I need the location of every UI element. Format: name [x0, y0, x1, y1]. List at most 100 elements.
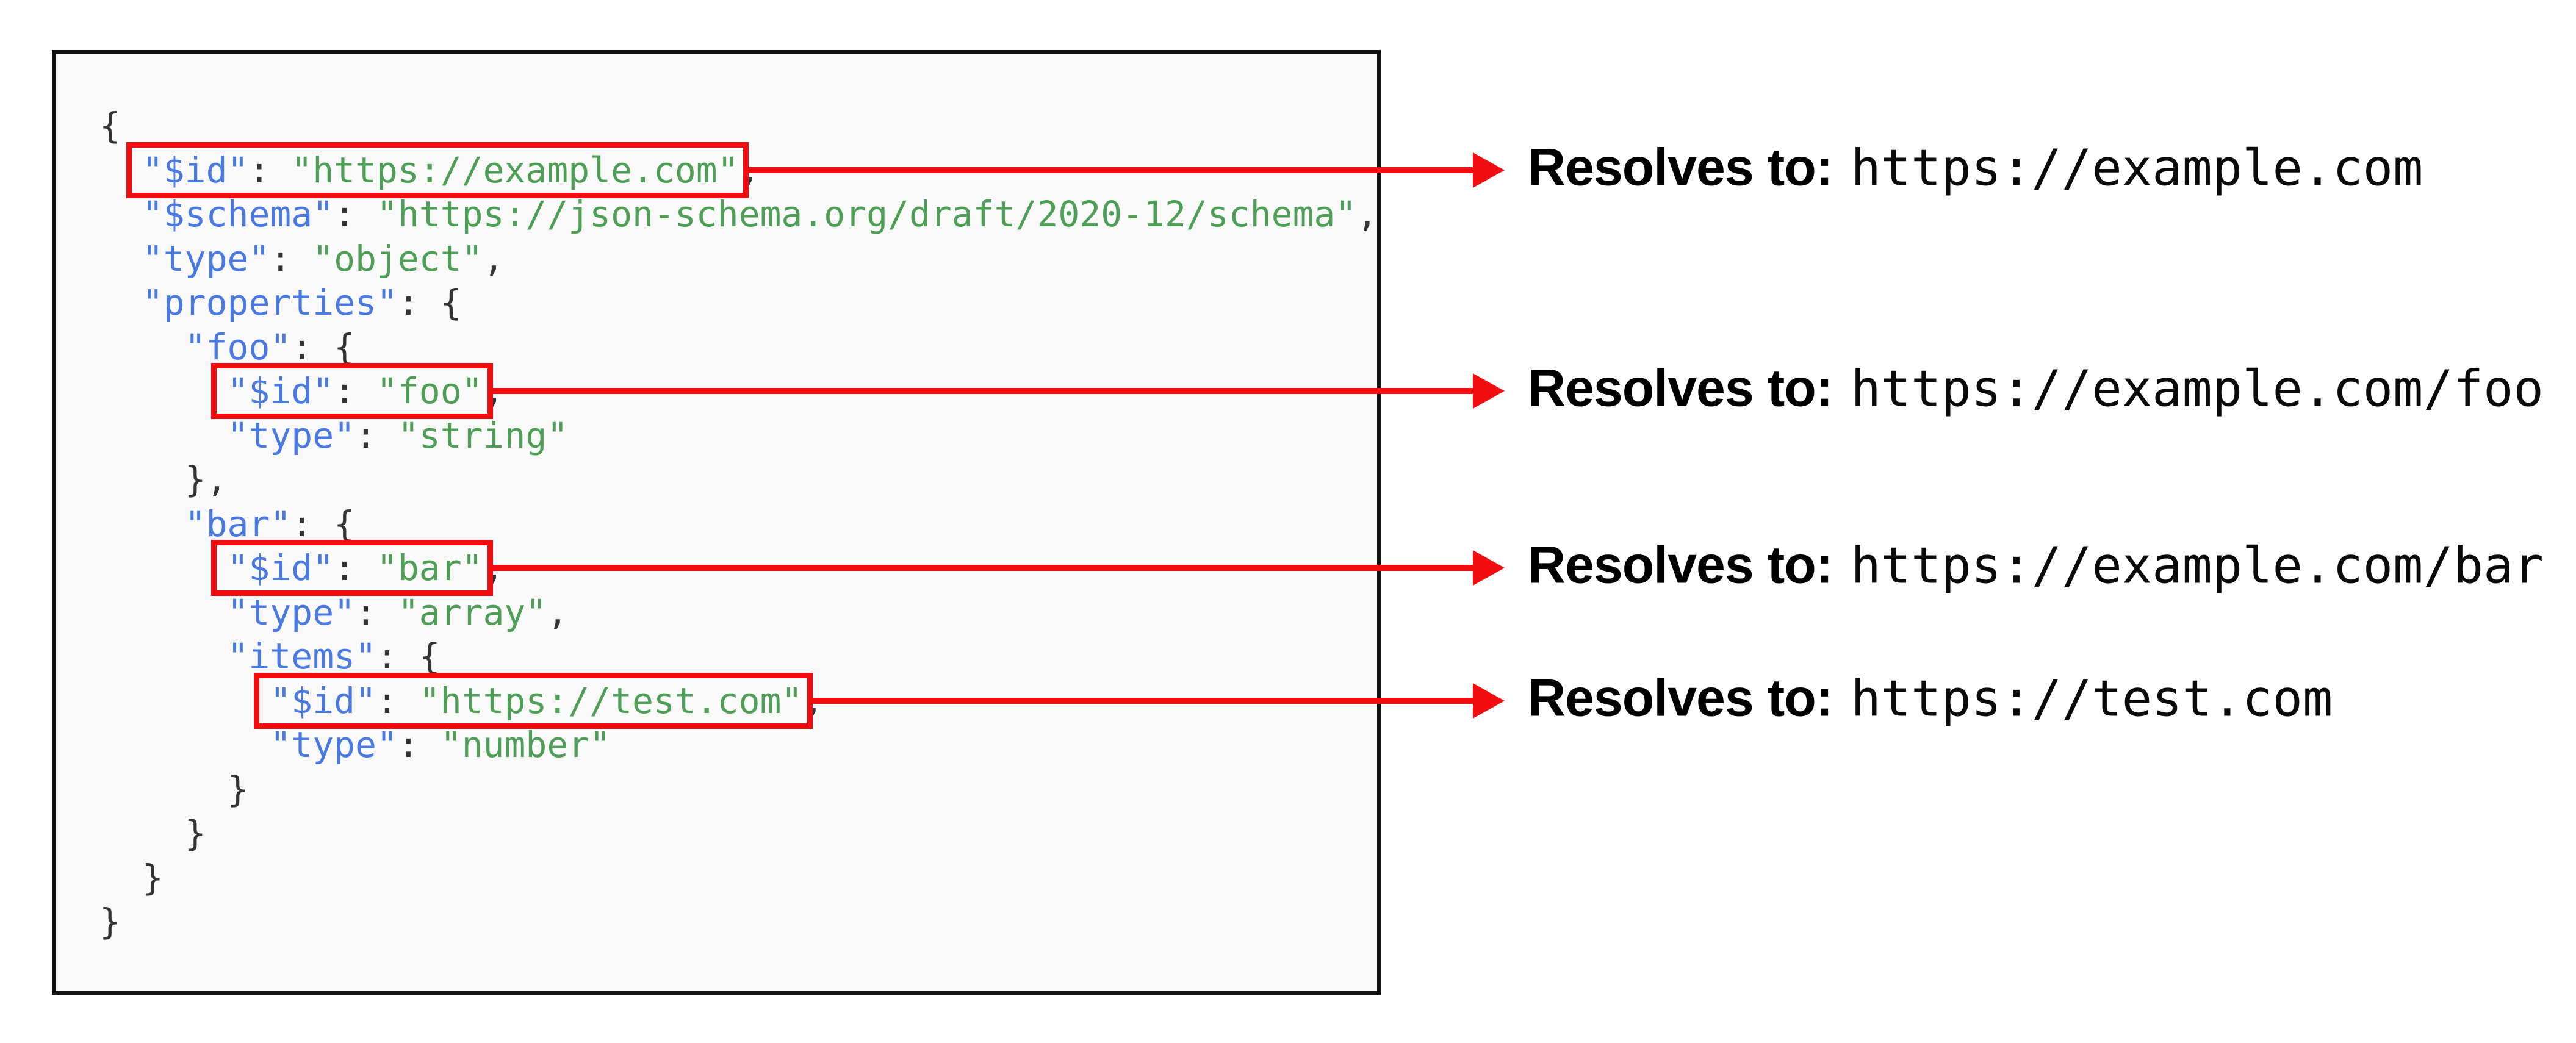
code-token: "$schema" [142, 193, 334, 235]
code-token [99, 636, 228, 677]
code-token [99, 724, 270, 765]
code-token: "https://example.com" [291, 149, 739, 191]
code-token: "array" [397, 591, 547, 633]
code-token: : [248, 149, 292, 191]
code-line: "properties": { [99, 281, 1378, 325]
annotation-label: Resolves to: [1528, 359, 1833, 418]
code-token: : { [291, 503, 356, 545]
code-token: } [99, 901, 121, 942]
annotation-value: https://example.com [1851, 139, 2423, 198]
code-token: "properties" [142, 282, 398, 323]
resolution-arrow [492, 565, 1477, 572]
code-token [99, 282, 142, 323]
id-highlight-box [126, 142, 749, 198]
code-token: "number" [440, 724, 611, 765]
code-token [99, 680, 270, 722]
code-token: "https://json-schema.org/draft/2020-12/s… [376, 193, 1357, 235]
code-token [99, 415, 228, 456]
code-token: : [355, 591, 398, 633]
code-block: { "$id": "https://example.com", "$schema… [99, 104, 1378, 944]
code-token: : [376, 679, 419, 722]
code-token [99, 238, 142, 279]
code-token: "string" [397, 414, 569, 456]
code-token [99, 592, 228, 633]
code-line: "type": "object", [99, 237, 1378, 281]
id-highlight-box [254, 672, 813, 729]
code-token: : { [291, 326, 356, 368]
annotation-value: https://example.com/bar [1851, 537, 2544, 595]
annotation-label: Resolves to: [1528, 668, 1833, 728]
resolution-arrow [492, 388, 1477, 395]
code-token: "type" [142, 237, 270, 279]
code-token: }, [99, 459, 228, 500]
code-token: , [547, 591, 569, 633]
resolution-arrow [811, 697, 1477, 704]
id-highlight-box [211, 540, 494, 597]
annotation-label: Resolves to: [1528, 138, 1833, 197]
code-line: } [99, 767, 1378, 812]
code-token: "type" [227, 591, 356, 633]
code-line: "$id": "https://test.com", [99, 679, 1378, 723]
code-token: "type" [227, 414, 356, 456]
code-line: "$schema": "https://json-schema.org/draf… [99, 192, 1378, 237]
code-token: } [99, 856, 164, 898]
code-line: "foo": { [99, 325, 1378, 370]
code-line: } [99, 900, 1378, 944]
code-token: "https://test.com" [419, 679, 803, 722]
code-token: : [334, 370, 376, 412]
arrow-head-icon [1473, 152, 1505, 188]
code-token: "type" [270, 724, 398, 765]
arrow-head-icon [1473, 373, 1505, 409]
json-schema-code-panel [52, 50, 1381, 995]
code-line: } [99, 856, 1378, 900]
code-token [99, 370, 228, 412]
code-token: : [355, 414, 398, 456]
code-line: "type": "array", [99, 590, 1378, 635]
code-token: "$id" [270, 679, 376, 722]
code-token: "$id" [142, 149, 249, 191]
resolution-annotation: Resolves to: https://example.com/foo [1528, 359, 2544, 419]
code-token: "$id" [227, 547, 334, 589]
code-line: "items": { [99, 634, 1378, 679]
code-token: "$id" [227, 370, 334, 412]
code-token: : [334, 193, 376, 235]
code-token: : { [397, 282, 462, 323]
resolution-annotation: Resolves to: https://example.com [1528, 137, 2423, 198]
code-token: : [270, 237, 313, 279]
code-token: : [334, 547, 376, 589]
code-token: "bar" [184, 503, 292, 545]
code-line: "type": "number" [99, 723, 1378, 767]
code-token [99, 326, 185, 368]
code-token: "bar" [376, 547, 483, 589]
code-line: "$id": "foo", [99, 369, 1378, 414]
resolution-annotation: Resolves to: https://example.com/bar [1528, 536, 2544, 596]
code-token: { [99, 105, 121, 146]
arrow-head-icon [1473, 550, 1505, 586]
code-token [99, 193, 142, 235]
code-token [99, 503, 185, 545]
code-line: { [99, 104, 1378, 148]
code-line: "bar": { [99, 502, 1378, 547]
annotation-label: Resolves to: [1528, 536, 1833, 595]
code-line: }, [99, 457, 1378, 502]
code-token: , [1356, 193, 1378, 235]
code-line: } [99, 811, 1378, 856]
code-token: } [99, 812, 206, 854]
code-token: "foo" [376, 370, 483, 412]
code-token [99, 547, 228, 589]
code-line: "$id": "https://example.com", [99, 148, 1378, 193]
resolution-arrow [747, 167, 1477, 173]
code-token: "items" [227, 636, 376, 677]
annotation-value: https://example.com/foo [1851, 360, 2544, 418]
annotation-value: https://test.com [1851, 670, 2333, 728]
code-token: } [99, 768, 249, 810]
code-token: , [483, 237, 505, 279]
code-token: "object" [312, 237, 483, 279]
code-line: "type": "string" [99, 414, 1378, 458]
arrow-head-icon [1473, 683, 1505, 719]
code-token: "foo" [184, 326, 292, 368]
code-token: : { [376, 636, 441, 677]
code-token: : [397, 724, 441, 765]
id-highlight-box [211, 363, 494, 420]
